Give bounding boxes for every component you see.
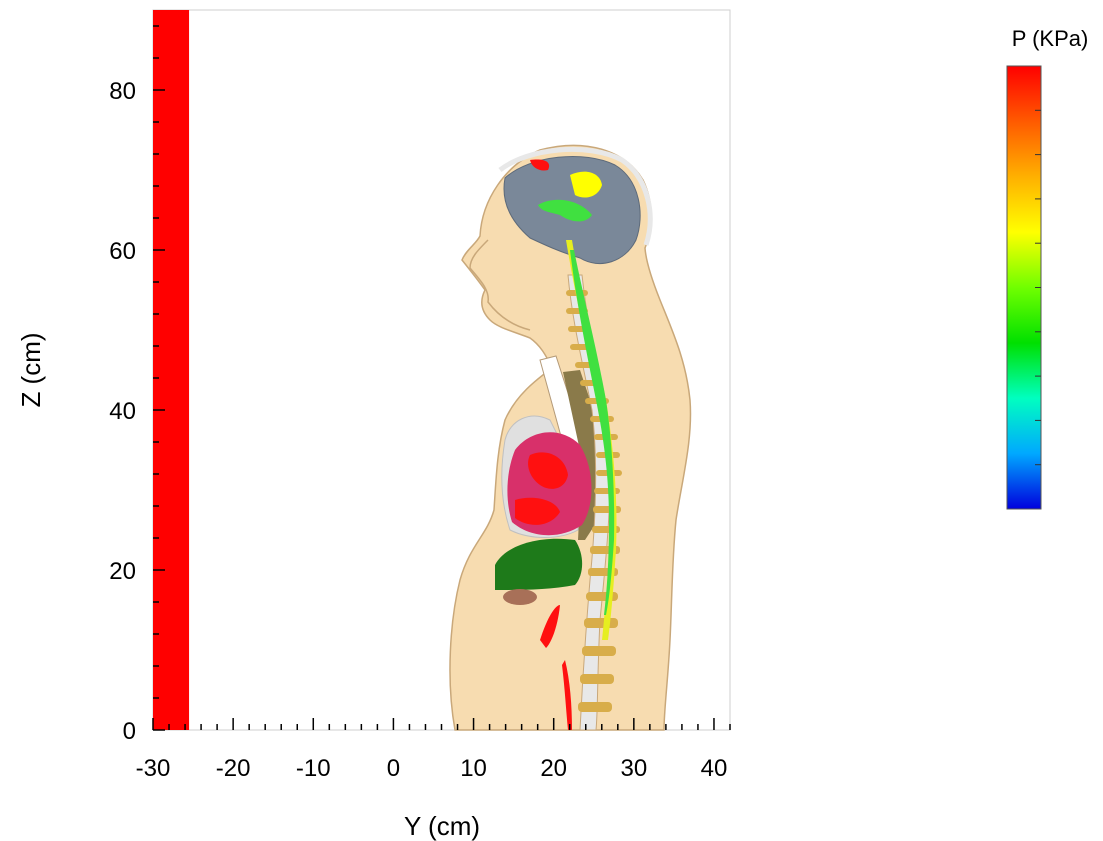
brain-hotspot <box>570 171 602 198</box>
source-region <box>153 10 190 730</box>
kidney-region <box>503 589 537 605</box>
face-outline <box>469 239 531 331</box>
skull-edge <box>498 146 653 246</box>
y-tick-label: 20 <box>109 558 136 585</box>
x-tick-label: -20 <box>216 755 251 782</box>
x-tick-label: 40 <box>701 755 728 782</box>
heart-blood <box>528 452 568 489</box>
x-tick-label: -30 <box>136 755 171 782</box>
x-axis-title: Y (cm) <box>404 811 480 841</box>
brain-hotspot-2 <box>530 159 550 171</box>
aorta-blood <box>540 605 560 648</box>
y-axis-title: Z (cm) <box>16 332 46 407</box>
x-tick-label: -10 <box>296 755 331 782</box>
x-tick-label: 0 <box>387 755 400 782</box>
y-tick-label: 80 <box>109 78 136 105</box>
colorbar-title: P (KPa) <box>1012 26 1089 51</box>
y-tick-label: 0 <box>123 718 136 745</box>
heart-blood-2 <box>515 497 560 525</box>
spinal-csf <box>570 250 615 615</box>
y-axis: 0 20 40 60 80 <box>109 25 165 745</box>
x-tick-label: 20 <box>540 755 567 782</box>
x-tick-label: 30 <box>620 755 647 782</box>
ventricle <box>538 199 592 222</box>
liver-region <box>495 538 583 590</box>
x-tick-label: 10 <box>460 755 487 782</box>
colorbar-ticks <box>1035 109 1041 466</box>
x-axis: -30 -20 -10 0 10 20 30 40 <box>136 718 731 782</box>
vein-blood <box>562 660 572 730</box>
y-tick-label: 60 <box>109 238 136 265</box>
y-tick-label: 40 <box>109 398 136 425</box>
body-phantom <box>449 144 692 731</box>
